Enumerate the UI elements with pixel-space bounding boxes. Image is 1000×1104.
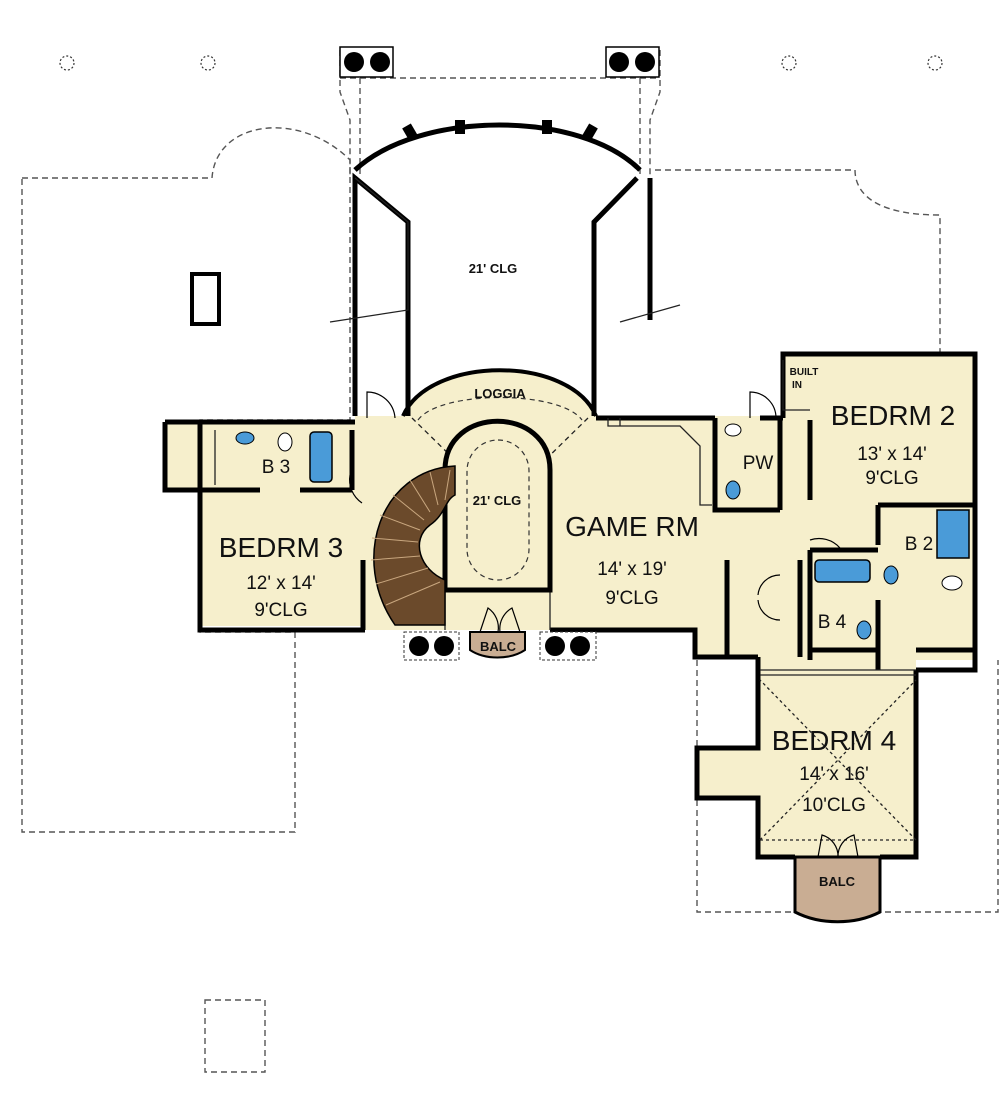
stair-ceiling-label: 21' CLG bbox=[473, 493, 522, 508]
room-labels: 21' CLG LOGGIA 21' CLG GAME RM 14' x 19'… bbox=[219, 261, 955, 889]
bedroom3-name: BEDRM 3 bbox=[219, 532, 343, 563]
bath3-toilet bbox=[277, 432, 293, 452]
stair-hall bbox=[442, 418, 553, 593]
walls bbox=[162, 122, 978, 860]
spiral-staircase bbox=[370, 465, 456, 626]
chimney bbox=[190, 272, 221, 326]
bath4-label: B 4 bbox=[818, 612, 847, 633]
built-in-label-1: BUILT bbox=[790, 367, 819, 378]
bath2-label: B 2 bbox=[905, 534, 934, 555]
powder-room-label: PW bbox=[743, 453, 774, 474]
bath2-shower bbox=[936, 509, 970, 559]
bedroom3-ceiling: 9'CLG bbox=[254, 600, 307, 621]
bedroom3-size: 12' x 14' bbox=[246, 573, 316, 594]
powder-sink bbox=[725, 480, 741, 500]
door-swings bbox=[349, 391, 859, 858]
bathroom-fixtures bbox=[235, 423, 970, 640]
loggia-arch bbox=[401, 368, 598, 417]
bedroom4-name: BEDRM 4 bbox=[772, 725, 896, 756]
loggia-posts bbox=[402, 120, 598, 142]
game-room-ceiling: 9'CLG bbox=[605, 588, 658, 609]
front-columns bbox=[403, 631, 597, 661]
top-columns bbox=[339, 46, 660, 78]
front-balcony-label: BALC bbox=[480, 639, 517, 654]
bedroom2-name: BEDRM 2 bbox=[831, 400, 955, 431]
bath3-tub bbox=[309, 431, 333, 483]
top-ceiling-label: 21' CLG bbox=[469, 261, 518, 276]
built-in-label-2: IN bbox=[792, 380, 802, 391]
powder-toilet bbox=[724, 423, 742, 437]
bedroom2-ceiling: 9'CLG bbox=[865, 468, 918, 489]
bath4-tub bbox=[814, 559, 871, 583]
bath2-sink bbox=[883, 565, 899, 585]
loggia-label: LOGGIA bbox=[474, 386, 526, 401]
bedroom2-size: 13' x 14' bbox=[857, 444, 927, 465]
bath2-toilet bbox=[941, 575, 963, 591]
floor-area bbox=[165, 354, 975, 924]
site-markers bbox=[59, 55, 943, 71]
rear-balcony-label: BALC bbox=[819, 874, 856, 889]
bedroom4-size: 14' x 16' bbox=[799, 764, 869, 785]
game-room-size: 14' x 19' bbox=[597, 559, 667, 580]
bedroom4-ceiling: 10'CLG bbox=[802, 795, 866, 816]
game-room-name: GAME RM bbox=[565, 511, 699, 542]
bath3-label: B 3 bbox=[262, 457, 291, 478]
bath3-sink bbox=[235, 431, 255, 445]
bath4-sink bbox=[856, 620, 872, 640]
